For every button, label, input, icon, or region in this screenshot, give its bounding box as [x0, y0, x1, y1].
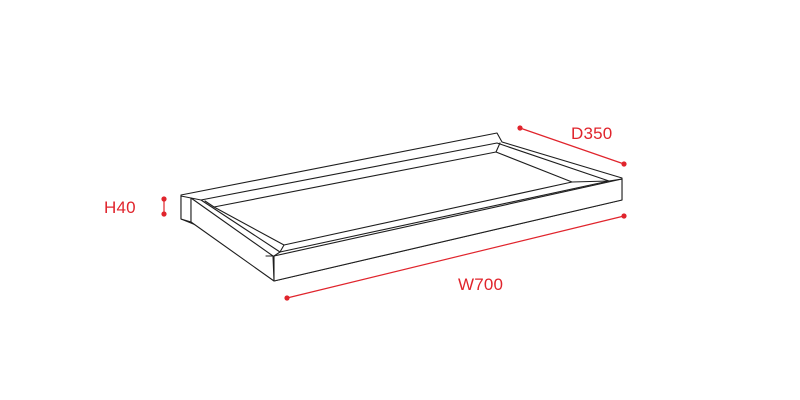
tray-corner-joint-right [608, 178, 623, 182]
height-dimension-dot-top [161, 196, 167, 202]
height-label: H40 [104, 198, 136, 217]
tray-left-wall-edge [213, 206, 285, 246]
width-dimension-dot-start [284, 295, 290, 301]
tray-back-wall-edge [204, 142, 501, 208]
tray-left-face [180, 195, 192, 223]
width-dimension-line [286, 215, 625, 299]
depth-dimension: D350 [517, 124, 627, 167]
depth-dimension-dot-start [517, 125, 523, 131]
height-dimension: H40 [104, 196, 167, 217]
width-label: W700 [458, 275, 503, 294]
depth-dimension-line [519, 127, 625, 165]
height-dimension-dot-bottom [161, 211, 167, 217]
tray-drawing [180, 132, 623, 282]
depth-label: D350 [571, 124, 612, 143]
tray-corner-joint-front [265, 251, 281, 257]
width-dimension-dot-end [621, 213, 627, 219]
tray-corner-joint-left [190, 197, 202, 201]
width-dimension: W700 [284, 213, 627, 301]
depth-dimension-dot-end [621, 161, 627, 167]
